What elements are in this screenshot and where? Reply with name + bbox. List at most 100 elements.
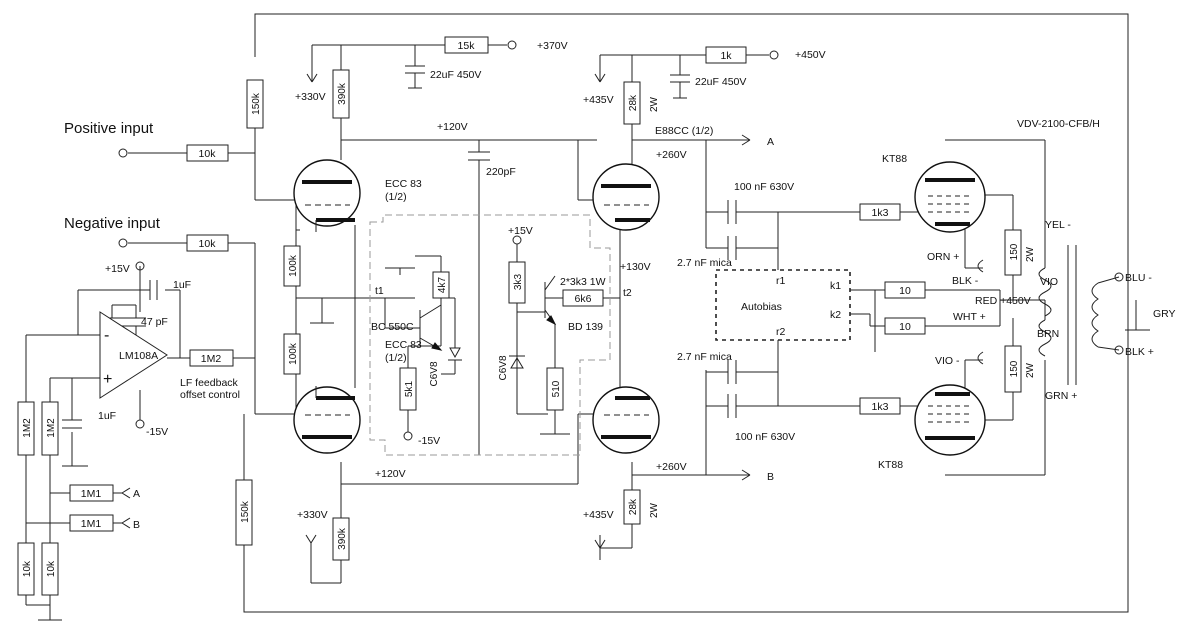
vm15-center-label: -15V: [418, 435, 440, 447]
zener-c6v8-left: [441, 297, 462, 375]
resistor-1m1-a-label: 1M1: [81, 488, 102, 500]
in-b-label: B: [133, 519, 140, 531]
resistor-150k-bottom: [235, 479, 253, 546]
resistor-1m1-b-label: 1M1: [81, 518, 102, 530]
r2-label: r2: [776, 326, 785, 338]
autobias-label: Autobias: [741, 301, 782, 313]
resistor-1m2-feedback: [189, 349, 234, 367]
resistor-6k6: [562, 289, 604, 307]
resistor-1k: [705, 46, 747, 64]
red-label: RED +450V: [975, 295, 1031, 307]
resistor-1m1-a: [69, 484, 114, 502]
resistor-3k3-label: 3k3: [513, 274, 524, 291]
v15-left-label: +15V: [105, 263, 130, 275]
ecc83-upper-half-label: (1/2): [385, 191, 407, 203]
v130-label: +130V: [620, 261, 651, 273]
bd139-label: BD 139: [568, 321, 603, 333]
blu-label: BLU -: [1125, 272, 1152, 284]
resistor-1k3-upper: [859, 203, 901, 221]
cap-1uf-top-label: 1uF: [173, 279, 191, 291]
yel-label: YEL -: [1045, 219, 1071, 231]
v260-top-label: +260V: [656, 149, 687, 161]
resistor-150-upper-label: 150: [1009, 243, 1020, 260]
t1-label: t1: [375, 285, 384, 297]
blk-plus-label: BLK +: [1125, 346, 1154, 358]
resistor-10-lower-label: 10: [899, 321, 911, 333]
resistors: 15k 1k 150k 390k 28k 10k 10k 100k 100k 4…: [17, 36, 1022, 596]
v120-top-label: +120V: [437, 121, 468, 133]
tube-kt88-upper: [914, 161, 986, 233]
regulator-region: [369, 214, 611, 456]
resistor-1m2-b-label: 1M2: [46, 418, 57, 438]
positive-input-label: Positive input: [64, 120, 154, 137]
out-a-label: A: [767, 136, 774, 148]
v435-bottom-label: +435V: [583, 509, 614, 521]
tube-ecc83-lower: [293, 386, 361, 454]
labels: Positive input Negative input +370V +450…: [64, 40, 1176, 531]
k1-label: k1: [830, 280, 841, 292]
w2-lower-tube-label: 2W: [1025, 362, 1036, 378]
resistor-28k-bottom-label: 28k: [628, 498, 639, 515]
resistor-390k-bottom: [332, 517, 350, 561]
w2-top-label: 2W: [649, 96, 660, 112]
t2-label: t2: [623, 287, 632, 299]
resistor-15k-label: 15k: [458, 40, 476, 52]
tube-kt88-lower: [914, 384, 986, 456]
out-b-label: B: [767, 471, 774, 483]
resistor-1m2-feedback-label: 1M2: [201, 353, 222, 365]
v370-label: +370V: [537, 40, 568, 52]
kt88-bottom-label: KT88: [878, 459, 903, 471]
tube-e88cc-upper: [592, 163, 660, 231]
resistor-10-lower: [884, 317, 926, 335]
resistor-100k-upper: [283, 245, 301, 287]
kt88-top-label: KT88: [882, 153, 907, 165]
resistor-100k-lower: [283, 333, 301, 375]
cap-22uf-left-label: 22uF 450V: [430, 69, 481, 81]
cap-22uf-right-label: 22uF 450V: [695, 76, 746, 88]
resistor-100k-lower-label: 100k: [288, 342, 299, 365]
resistor-1m2-a: [17, 401, 35, 456]
lf-feedback-label: LF feedback: [180, 377, 239, 389]
resistor-150k-top-label: 150k: [251, 92, 262, 115]
resistor-5k1-label: 5k1: [404, 381, 415, 398]
resistor-150-lower: [1004, 345, 1022, 393]
resistor-150-upper: [1004, 229, 1022, 276]
gry-label: GRY: [1153, 308, 1176, 320]
cap-47pf-label: 47 pF: [141, 316, 168, 328]
resistor-3k3: [508, 261, 526, 304]
v120-bottom-label: +120V: [375, 468, 406, 480]
cap-100nf-bottom-label: 100 nF 630V: [735, 431, 795, 443]
resistor-10k-positive-label: 10k: [199, 148, 217, 160]
bc550c-label: BC 550C: [371, 321, 414, 333]
resistor-4k7-label: 4k7: [437, 277, 448, 294]
opamp-label: LM108A: [119, 350, 158, 362]
v450-top-label: +450V: [795, 49, 826, 61]
resistor-10k-positive: [186, 144, 229, 162]
vio-upper-label: VIO: [1040, 276, 1058, 288]
r1-label: r1: [776, 275, 785, 287]
v435-top-label: +435V: [583, 94, 614, 106]
orn-label: ORN +: [927, 251, 959, 263]
resistor-5k1: [399, 367, 417, 411]
resistor-150-lower-label: 150: [1009, 360, 1020, 377]
v330-bottom-label: +330V: [297, 509, 328, 521]
zener-c6v8-right: [509, 355, 525, 369]
wiring: [25, 13, 1150, 621]
resistor-390k-bottom-label: 390k: [337, 527, 348, 550]
resistor-28k-bottom: [623, 489, 641, 525]
ecc83-upper-label: ECC 83: [385, 178, 422, 190]
k2-label: k2: [830, 309, 841, 321]
vm15-left-label: -15V: [146, 426, 168, 438]
resistor-6k6-label: 6k6: [575, 293, 592, 305]
cap-mica-bottom-label: 2.7 nF mica: [677, 351, 732, 363]
vio-lower-label: VIO -: [935, 355, 960, 367]
resistor-10k-a: [17, 542, 35, 596]
autobias-box: [715, 269, 851, 341]
resistor-15k: [444, 36, 489, 54]
resistor-1m1-b: [69, 514, 114, 532]
blk-minus-label: BLK -: [952, 275, 979, 287]
resistor-10-upper-label: 10: [899, 285, 911, 297]
c6v8-left-label: C6V8: [429, 361, 440, 386]
resistor-28k-top-label: 28k: [628, 94, 639, 111]
